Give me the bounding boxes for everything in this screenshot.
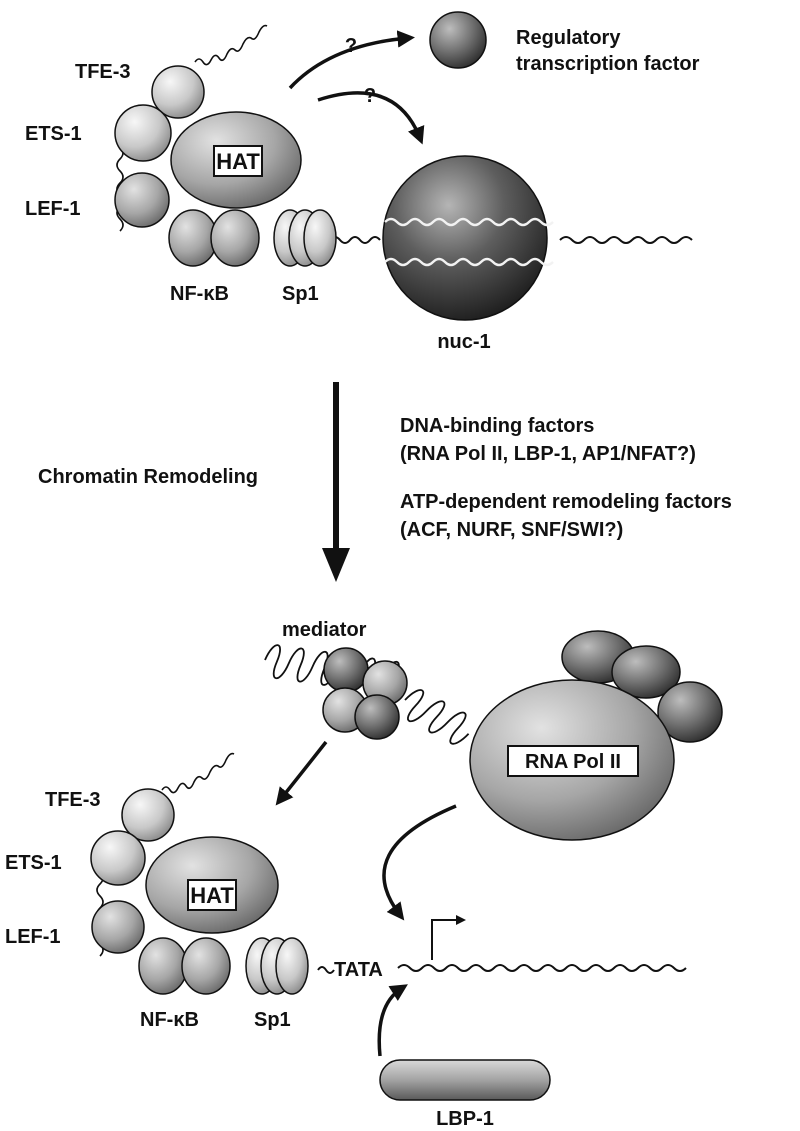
mediator-coil-2	[404, 689, 470, 745]
bottom-sp1-label: Sp1	[254, 1009, 291, 1031]
bottom-nfkb-label: NF-κB	[140, 1009, 199, 1031]
bottom-hat-label: HAT	[190, 883, 234, 908]
bottom-hat-label-box	[187, 879, 237, 911]
arrow-mediator-to-hat	[275, 740, 328, 806]
ets1-label: ETS-1	[25, 123, 82, 145]
regulatory-label-line1: Regulatory	[516, 27, 621, 49]
nfkb-subunit-1	[168, 209, 218, 267]
bottom-lef1-protein	[91, 900, 145, 954]
bottom-tfe3-label: TFE-3	[45, 789, 101, 811]
lbp1-label: LBP-1	[436, 1108, 494, 1130]
nuc1-dna-wrap-1	[384, 217, 554, 227]
bottom-nfkb-subunit-2	[181, 937, 231, 995]
top-panel: HAT ? ? Regulatory transcription factor …	[25, 11, 700, 353]
ets1-protein	[114, 104, 172, 162]
pol2-subunit-2	[611, 645, 681, 699]
mediator-label: mediator	[282, 619, 367, 641]
arrow-lbp1-to-promoter	[377, 984, 408, 1057]
bottom-ets1-label: ETS-1	[5, 852, 62, 874]
bottom-ets1-protein	[90, 830, 146, 886]
arrow-to-nuc1	[317, 91, 425, 145]
remodeling-arrow-head	[322, 548, 350, 582]
transcription-start-arrow	[431, 915, 466, 960]
dna-helix-top-right	[559, 236, 693, 244]
bottom-sp1-disc-3	[275, 937, 309, 995]
hat-label-box	[213, 145, 263, 177]
tfe3-protein	[151, 65, 205, 119]
dna-binding-title: DNA-binding factors	[400, 415, 594, 437]
bottom-tfe3-protein	[121, 788, 175, 842]
nfkb-subunit-2	[210, 209, 260, 267]
arrow-to-regulatory-factor	[288, 30, 415, 90]
middle-panel: Chromatin Remodeling DNA-binding factors…	[38, 382, 732, 582]
mediator-ball-4	[354, 694, 400, 740]
nfkb-label: NF-κB	[170, 283, 229, 305]
question-mark-1: ?	[345, 35, 357, 57]
rna-pol-ii-label: RNA Pol II	[525, 751, 621, 773]
arrow-pol2-to-promoter	[382, 804, 457, 921]
lbp1-protein	[379, 1059, 551, 1101]
bottom-panel: RNA Pol II HAT mediator TFE-3	[5, 619, 723, 1130]
regulatory-label-line2: transcription factor	[516, 53, 700, 75]
chromatin-remodeling-label: Chromatin Remodeling	[38, 466, 258, 488]
regulatory-factor-ball	[429, 11, 487, 69]
pol2-subunit-3	[657, 681, 723, 743]
question-mark-2: ?	[364, 85, 376, 107]
sp1-disc-3	[303, 209, 337, 267]
bottom-nfkb-subunit-1	[138, 937, 188, 995]
sp1-label: Sp1	[282, 283, 319, 305]
hat-label: HAT	[216, 149, 260, 174]
bottom-lef1-label: LEF-1	[5, 926, 61, 948]
tfe3-tail-squiggle	[194, 24, 268, 66]
bottom-tfe3-tail-squiggle	[161, 752, 235, 794]
atp-remodeling-list: (ACF, NURF, SNF/SWI?)	[400, 519, 623, 541]
dna-helix-top-left	[329, 236, 381, 244]
tata-label: TATA	[334, 959, 383, 981]
atp-remodeling-title: ATP-dependent remodeling factors	[400, 491, 732, 513]
dna-helix-bottom-left	[317, 966, 335, 974]
nuc1-nucleosome	[382, 155, 548, 321]
lef1-protein	[114, 172, 170, 228]
rna-pol-ii-label-box	[507, 745, 639, 777]
tfe3-label: TFE-3	[75, 61, 131, 83]
dna-binding-list: (RNA Pol II, LBP-1, AP1/NFAT?)	[400, 443, 696, 465]
lef1-label: LEF-1	[25, 198, 81, 220]
nuc1-dna-wrap-2	[384, 257, 554, 267]
mediator-ball-1	[323, 647, 369, 693]
nuc1-label: nuc-1	[437, 331, 490, 353]
dna-helix-bottom-right	[397, 964, 687, 972]
